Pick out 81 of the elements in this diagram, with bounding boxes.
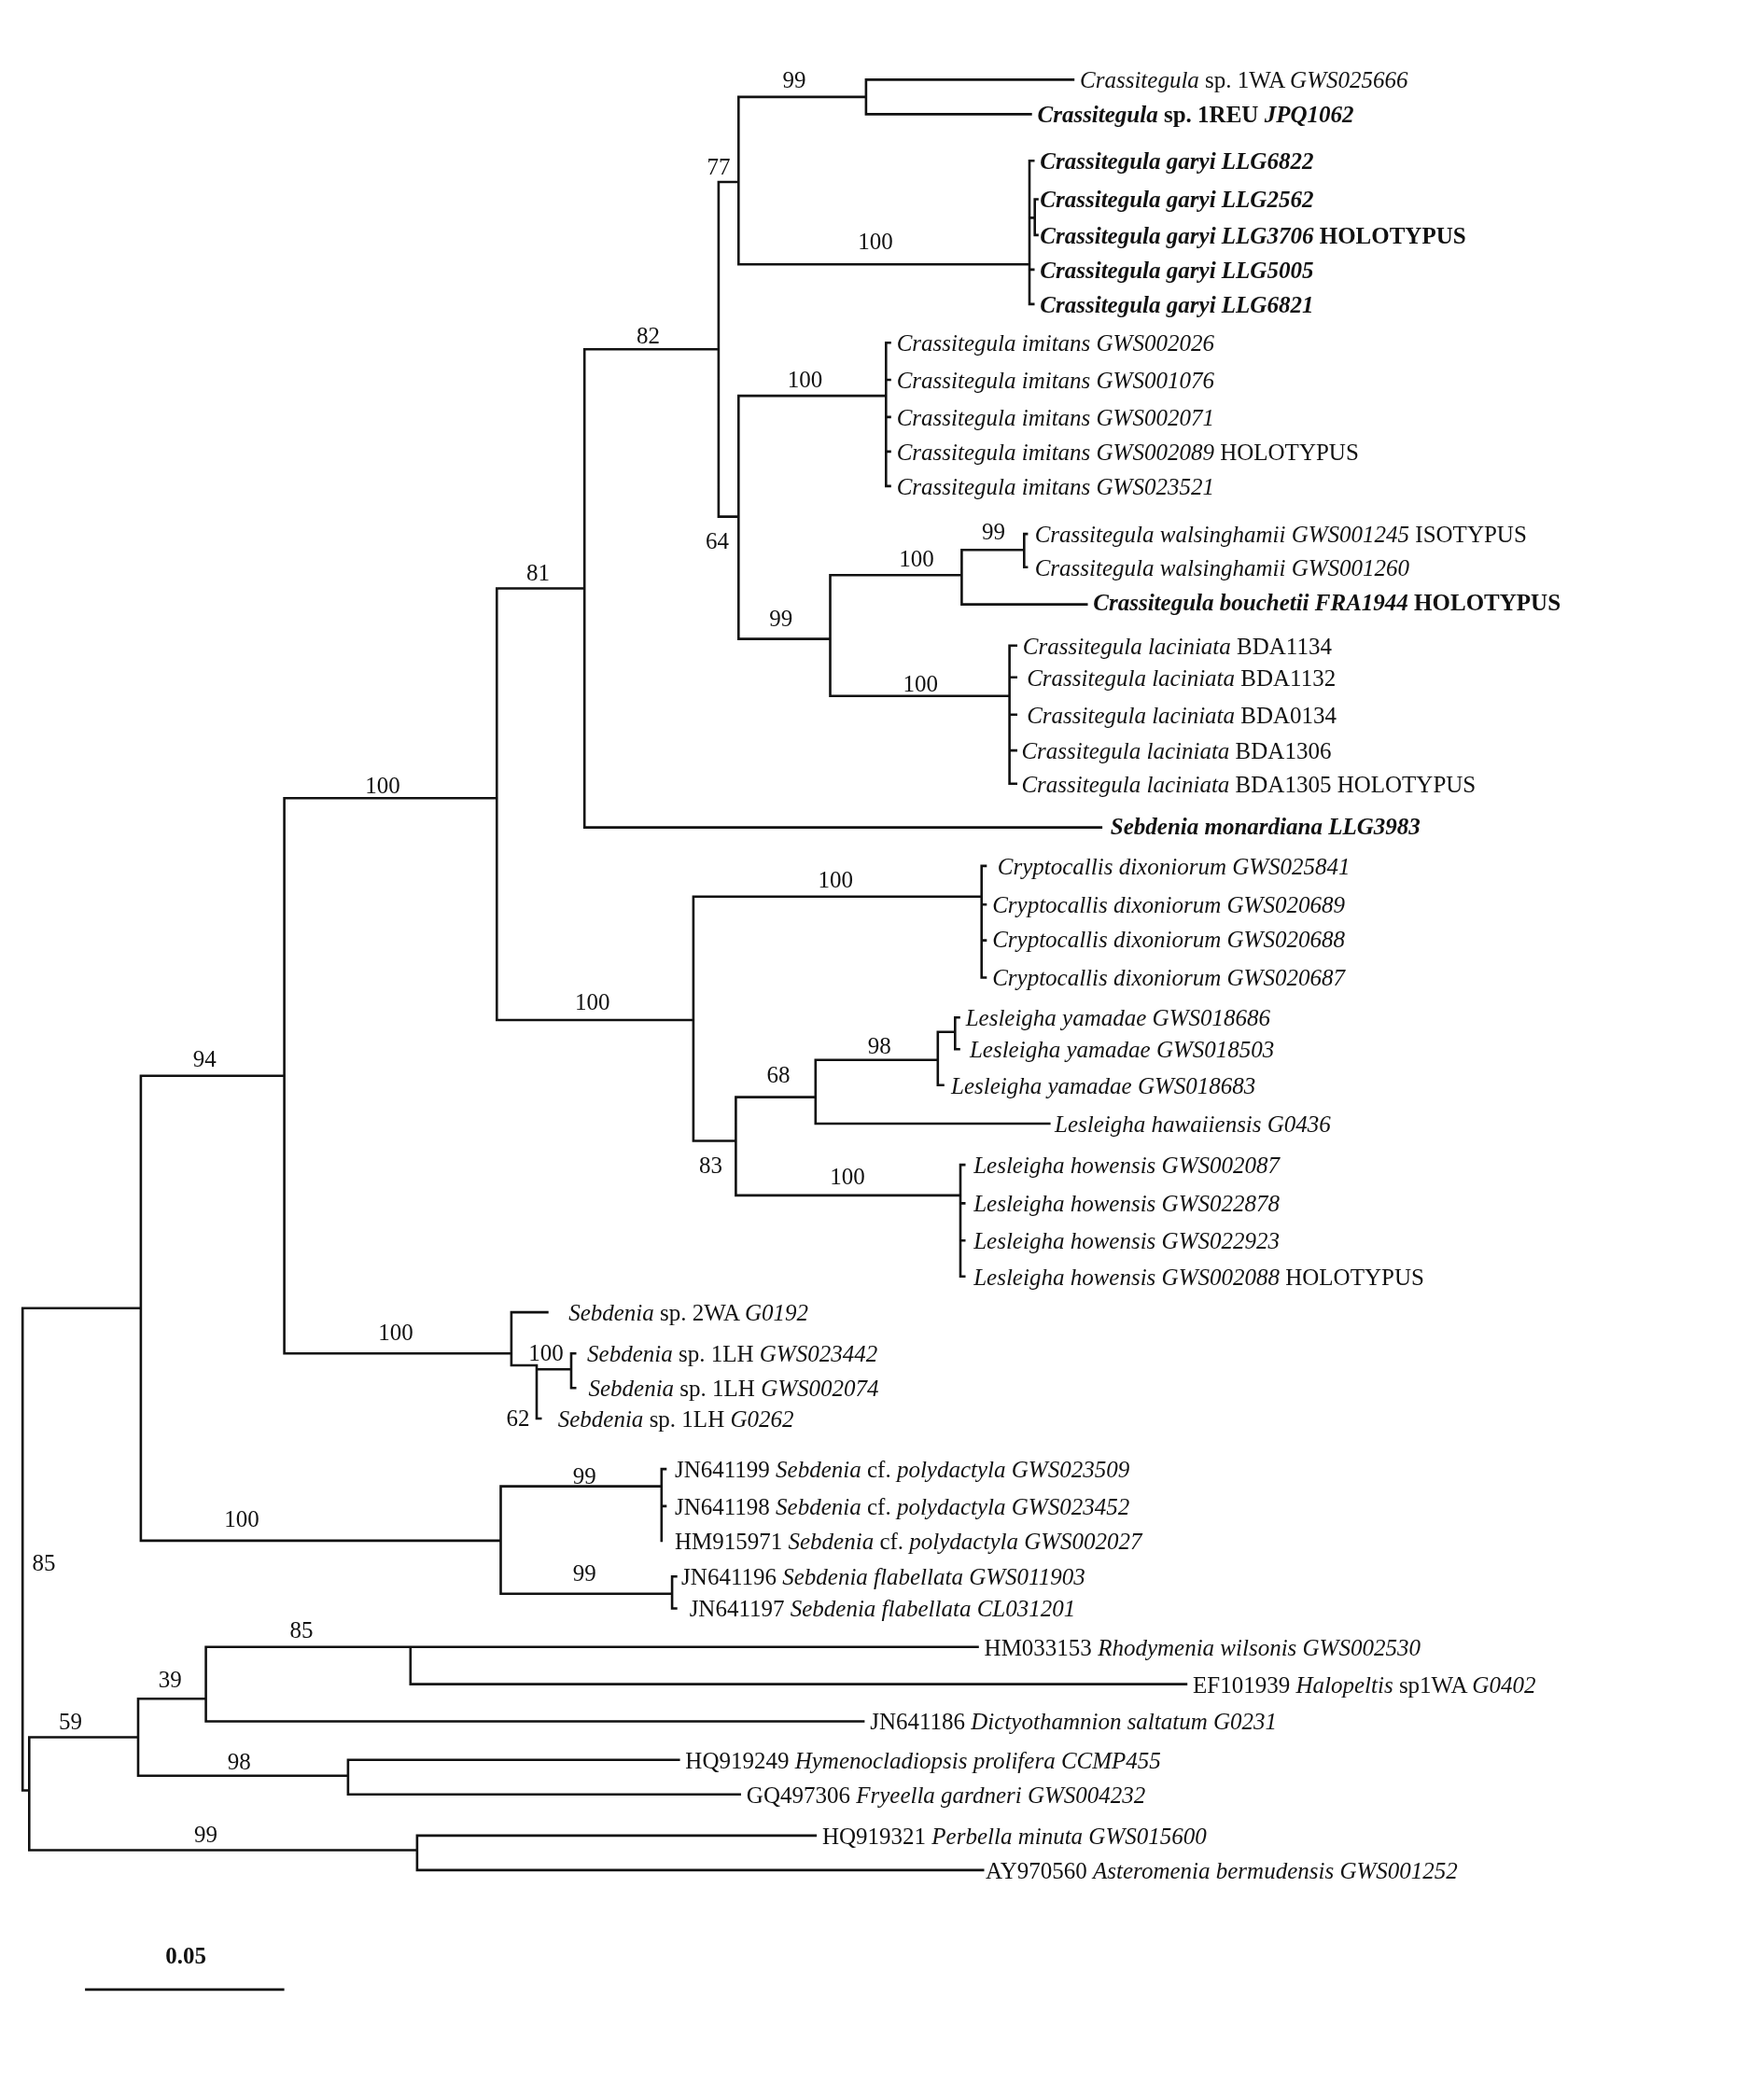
bootstrap-value: 85	[32, 1550, 56, 1574]
bootstrap-value: 100	[903, 671, 938, 695]
taxon-label: Sebdenia sp. 1LH GWS002074	[588, 1377, 879, 1401]
bootstrap-value: 77	[707, 154, 731, 178]
taxon-label: Crassitegula sp. 1REU JPQ1062	[1037, 103, 1354, 127]
taxon-label: Crassitegula imitans GWS001076	[896, 369, 1214, 393]
bootstrap-value: 99	[572, 1561, 596, 1586]
bootstrap-value: 100	[858, 229, 893, 253]
bootstrap-value: 64	[706, 529, 729, 553]
taxon-label: Crassitegula laciniata BDA1134	[1022, 634, 1332, 658]
taxon-label: Crassitegula imitans GWS023521	[896, 474, 1214, 498]
bootstrap-value: 62	[506, 1405, 530, 1430]
taxon-label: Crassitegula bouchetii FRA1944 HOLOTYPUS	[1093, 590, 1561, 614]
bootstrap-value: 100	[378, 1321, 413, 1345]
taxon-label: Cryptocallis dixoniorum GWS020689	[992, 893, 1345, 917]
taxon-label: Lesleigha howensis GWS022878	[973, 1192, 1280, 1216]
taxon-label: AY970560 Asteromenia bermudensis GWS001252	[986, 1858, 1458, 1882]
taxon-label: Lesleigha yamadae GWS018503	[969, 1038, 1275, 1062]
taxon-label: HQ919249 Hymenocladiopsis prolifera CCMP455	[685, 1748, 1161, 1772]
taxon-label: Crassitegula garyi LLG5005	[1040, 258, 1314, 282]
taxon-label: Crassitegula laciniata BDA0134	[1027, 703, 1337, 727]
taxon-label: Crassitegula laciniata BDA1132	[1027, 665, 1337, 690]
taxon-label: Lesleigha howensis GWS002088 HOLOTYPUS	[973, 1265, 1424, 1289]
taxon-label: Crassitegula laciniata BDA1306	[1021, 739, 1332, 763]
bootstrap-value: 85	[289, 1618, 314, 1643]
bootstrap-value: 100	[830, 1164, 865, 1188]
bootstrap-value: 99	[572, 1464, 596, 1489]
taxon-label: Cryptocallis dixoniorum GWS025841	[997, 854, 1351, 878]
bootstrap-value: 81	[525, 561, 550, 585]
taxon-label: JN641186 Dictyothamnion saltatum G0231	[870, 1710, 1278, 1734]
bootstrap-value: 59	[58, 1710, 82, 1734]
taxon-label: Sebdenia sp. 1LH G0262	[557, 1406, 794, 1431]
bootstrap-value: 100	[365, 774, 400, 798]
taxon-label: JN641199 Sebdenia cf. polydactyla GWS023509	[674, 1458, 1130, 1482]
taxon-label: Crassitegula garyi LLG2562	[1040, 188, 1314, 212]
taxon-label: Crassitegula garyi LLG6821	[1040, 292, 1314, 316]
taxon-label: HM033153 Rhodymenia wilsonis GWS002530	[984, 1635, 1421, 1659]
taxon-label: EF101939 Halopeltis sp1WA G0402	[1193, 1672, 1536, 1697]
taxon-label: Crassitegula sp. 1WA GWS025666	[1080, 68, 1408, 92]
taxon-label: Crassitegula laciniata BDA1305 HOLOTYPUS	[1021, 772, 1477, 796]
taxon-label: HM915971 Sebdenia cf. polydactyla GWS002027	[674, 1529, 1142, 1553]
taxon-label: Crassitegula walsinghamii GWS001260	[1034, 555, 1410, 580]
taxon-label: Crassitegula walsinghamii GWS001245 ISOTYPUS	[1034, 523, 1527, 547]
bootstrap-value: 100	[224, 1506, 259, 1531]
bootstrap-value: 83	[698, 1153, 722, 1178]
bootstrap-value: 98	[227, 1750, 251, 1774]
taxon-label: Lesleigha yamadae GWS018686	[965, 1006, 1270, 1030]
taxon-label: Crassitegula imitans GWS002026	[896, 331, 1214, 356]
bootstrap-value: 99	[982, 520, 1006, 544]
bootstrap-value: 100	[575, 990, 610, 1014]
taxon-label: Cryptocallis dixoniorum GWS020687	[992, 966, 1345, 990]
scale-bar-label: 0.05	[165, 1943, 207, 1967]
taxon-label: JN641198 Sebdenia cf. polydactyla GWS023452	[674, 1494, 1130, 1518]
taxon-label: GQ497306 Fryeella gardneri GWS004232	[746, 1782, 1146, 1807]
taxon-label: HQ919321 Perbella minuta GWS015600	[821, 1824, 1207, 1848]
bootstrap-value: 99	[194, 1823, 218, 1847]
taxon-label: JN641196 Sebdenia flabellata GWS011903	[681, 1565, 1085, 1589]
bootstrap-value: 39	[158, 1667, 182, 1691]
bootstrap-value: 94	[192, 1047, 217, 1071]
bootstrap-value: 100	[787, 367, 823, 391]
bootstrap-value: 99	[769, 606, 793, 630]
taxon-label: Sebdenia sp. 1LH GWS023442	[587, 1342, 878, 1366]
bootstrap-value: 99	[782, 68, 806, 92]
taxon-label: JN641197 Sebdenia flabellata CL031201	[689, 1597, 1076, 1621]
taxon-label: Lesleigha howensis GWS002087	[973, 1153, 1280, 1178]
bootstrap-value: 98	[867, 1034, 891, 1058]
taxon-label: Crassitegula garyi LLG6822	[1040, 149, 1314, 174]
taxon-label: Lesleigha yamadae GWS018683	[951, 1073, 1256, 1097]
bootstrap-value: 100	[818, 868, 853, 892]
taxon-label: Crassitegula imitans GWS002071	[896, 405, 1214, 429]
bootstrap-value: 100	[899, 546, 934, 570]
taxon-label: Crassitegula garyi LLG3706 HOLOTYPUS	[1040, 223, 1466, 247]
bootstrap-value: 100	[528, 1340, 564, 1364]
taxon-label: Sebdenia sp. 2WA G0192	[568, 1301, 809, 1325]
taxon-label: Lesleigha hawaiiensis G0436	[1055, 1112, 1331, 1136]
bootstrap-value: 82	[637, 323, 660, 347]
taxon-label: Cryptocallis dixoniorum GWS020688	[992, 928, 1345, 952]
bootstrap-value: 68	[766, 1063, 791, 1087]
taxon-label: Lesleigha howensis GWS022923	[973, 1229, 1280, 1253]
taxon-label: Crassitegula imitans GWS002089 HOLOTYPUS	[896, 440, 1359, 464]
taxon-label: Sebdenia monardiana LLG3983	[1110, 815, 1421, 839]
